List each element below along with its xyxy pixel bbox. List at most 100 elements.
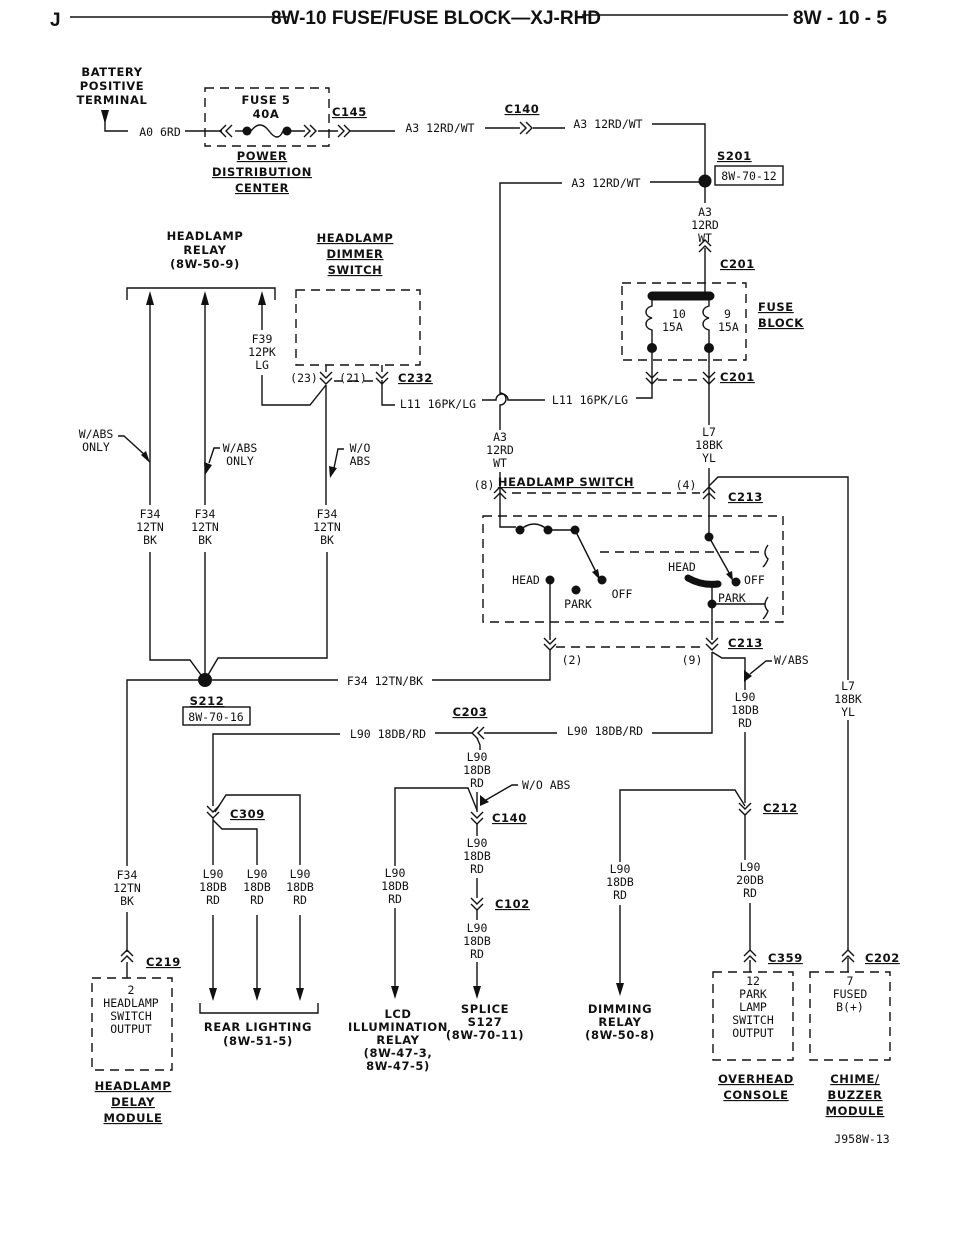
headlamp-dimmer-switch-label: HEADLAMP bbox=[317, 231, 394, 245]
f34-main-wire bbox=[126, 650, 551, 978]
c213-pin4-chevron-icon bbox=[702, 486, 716, 500]
c102-chevron-icon bbox=[470, 897, 484, 911]
l90-wires bbox=[199, 651, 772, 1014]
wire-label-f34: BK bbox=[143, 533, 157, 547]
wire-label-l7: 18BK bbox=[834, 692, 862, 706]
wire-label-l90: 18DB bbox=[381, 879, 409, 893]
headlamp-delay-module-label: MODULE bbox=[104, 1111, 163, 1125]
connector-c140-label: C140 bbox=[492, 811, 527, 825]
wire-label-f34: F34 12TN/BK bbox=[347, 674, 423, 688]
wire-label-l90: RD bbox=[743, 886, 757, 900]
fuse-10-symbol bbox=[636, 296, 657, 399]
wire-label-l90: L90 bbox=[203, 867, 224, 881]
headlamp-dimmer-switch-label: SWITCH bbox=[328, 263, 383, 277]
wire-label-a3: WT bbox=[698, 231, 712, 245]
wire-label-l90: 18DB bbox=[463, 934, 491, 948]
park-lamp-switch-output-label: OUTPUT bbox=[732, 1026, 774, 1040]
c232-pin23-chevron-icon bbox=[319, 371, 333, 385]
c309-chevron-icon bbox=[206, 805, 220, 819]
fuse-9-rating: 15A bbox=[718, 320, 739, 334]
off-position-label: OFF bbox=[612, 587, 633, 601]
fused-b-plus-label: FUSED bbox=[833, 987, 868, 1001]
fused-b-plus-label: B(+) bbox=[836, 1000, 864, 1014]
wire-label-f34: BK bbox=[320, 533, 334, 547]
wire-label-l90: RD bbox=[738, 716, 752, 730]
splice-s212-ref-box bbox=[182, 706, 251, 726]
wire-label-f34: F34 bbox=[195, 507, 216, 521]
fuse-9-number: 9 bbox=[724, 307, 731, 321]
connector-c201-label: C201 bbox=[720, 257, 755, 271]
header-letter: J bbox=[50, 10, 61, 31]
c232-pin21-chevron-icon bbox=[375, 371, 389, 385]
chime-buzzer-module-label: CHIME/ bbox=[830, 1072, 880, 1086]
lcd-illumination-relay-label: ILLUMINATION bbox=[348, 1020, 448, 1034]
connector-c102-label: C102 bbox=[495, 897, 530, 911]
relay-arrows bbox=[146, 291, 266, 305]
park-lamp-switch-output-label: LAMP bbox=[739, 1000, 767, 1014]
wire-label-f34: F34 bbox=[140, 507, 161, 521]
wire-label-f34: BK bbox=[198, 533, 212, 547]
page-number: 8W - 10 - 5 bbox=[793, 8, 887, 29]
fuse-5-rating: 40A bbox=[253, 107, 280, 121]
splice-s212-dot bbox=[198, 673, 212, 687]
lcd-illumination-relay-label: LCD bbox=[384, 1007, 411, 1021]
lcd-illumination-relay-label: (8W-47-3, bbox=[364, 1046, 433, 1060]
fuse-5-label: FUSE 5 bbox=[242, 93, 291, 107]
headlamp-relay-label: HEADLAMP bbox=[167, 229, 244, 243]
overhead-console-label: OVERHEAD bbox=[718, 1072, 794, 1086]
pin-7-label: 7 bbox=[847, 974, 854, 988]
park-position-label: PARK bbox=[718, 591, 746, 605]
splice-s201-dot bbox=[698, 174, 712, 188]
f34-f39-wires bbox=[149, 300, 383, 676]
wire-label-l90: 18DB bbox=[463, 763, 491, 777]
battery-positive-terminal-label: POSITIVE bbox=[80, 79, 144, 93]
splice-s127-label: S127 bbox=[468, 1015, 503, 1029]
wire-label-l90: RD bbox=[470, 862, 484, 876]
lcd-illumination-relay-label: 8W-47-5) bbox=[366, 1059, 430, 1073]
l7-wire bbox=[708, 468, 849, 972]
headlamp-relay-label: RELAY bbox=[183, 243, 226, 257]
wire-label-l90: 18DB bbox=[243, 880, 271, 894]
wire-label-f34: 12TN bbox=[191, 520, 219, 534]
power-distribution-center-box bbox=[204, 87, 330, 147]
figure-id: J958W-13 bbox=[834, 1132, 889, 1146]
head-position-label: HEAD bbox=[512, 573, 540, 587]
wo-abs-label: W/O ABS bbox=[522, 778, 571, 792]
w-abs-only-label: W/ABS bbox=[79, 427, 114, 441]
c219-chevron-icon bbox=[120, 949, 134, 963]
wire-label-a3: A3 12RD/WT bbox=[573, 117, 642, 131]
c213-pin2-chevron-icon bbox=[543, 637, 557, 651]
headlamp-dimmer-switch-box bbox=[295, 289, 421, 366]
pin-21-label: (21) bbox=[339, 371, 367, 385]
c213-pin9-chevron-icon bbox=[705, 637, 719, 651]
connector-c213-label: C213 bbox=[728, 636, 763, 650]
c201-top-chevron-icon bbox=[698, 239, 712, 253]
fuse-9-symbol bbox=[702, 296, 714, 425]
off-position-label: OFF bbox=[744, 573, 765, 587]
wire-label-l90: RD bbox=[470, 776, 484, 790]
wire-label-l90: RD bbox=[388, 892, 402, 906]
park-position-label: PARK bbox=[564, 597, 592, 611]
connector-c203-label: C203 bbox=[453, 705, 488, 719]
wire-label-f34: F34 bbox=[317, 507, 338, 521]
c145-chevron-icon bbox=[337, 124, 351, 138]
power-distribution-center-label: DISTRIBUTION bbox=[212, 165, 312, 179]
headlamp-switch-label: HEADLAMP SWITCH bbox=[498, 475, 634, 489]
wire-label-l90: RD bbox=[613, 888, 627, 902]
headlamp-switch-box bbox=[482, 515, 784, 623]
c140-lower-chevron-icon bbox=[470, 811, 484, 825]
wire-label-l7: YL bbox=[841, 705, 855, 719]
wire-label-a0: A0 6RD bbox=[139, 125, 181, 139]
wire-label-f34: BK bbox=[120, 894, 134, 908]
battery-positive-terminal-label: TERMINAL bbox=[77, 93, 148, 107]
rear-lighting-label: REAR LIGHTING bbox=[204, 1020, 312, 1034]
headlamp-switch-contacts bbox=[515, 523, 769, 640]
wire-label-l90: L90 bbox=[385, 866, 406, 880]
fuse-block-label: FUSE bbox=[758, 300, 794, 314]
headlamp-relay-bracket bbox=[126, 287, 276, 300]
wire-label-f34: 12TN bbox=[113, 881, 141, 895]
wo-abs-label: W/O bbox=[350, 441, 371, 455]
